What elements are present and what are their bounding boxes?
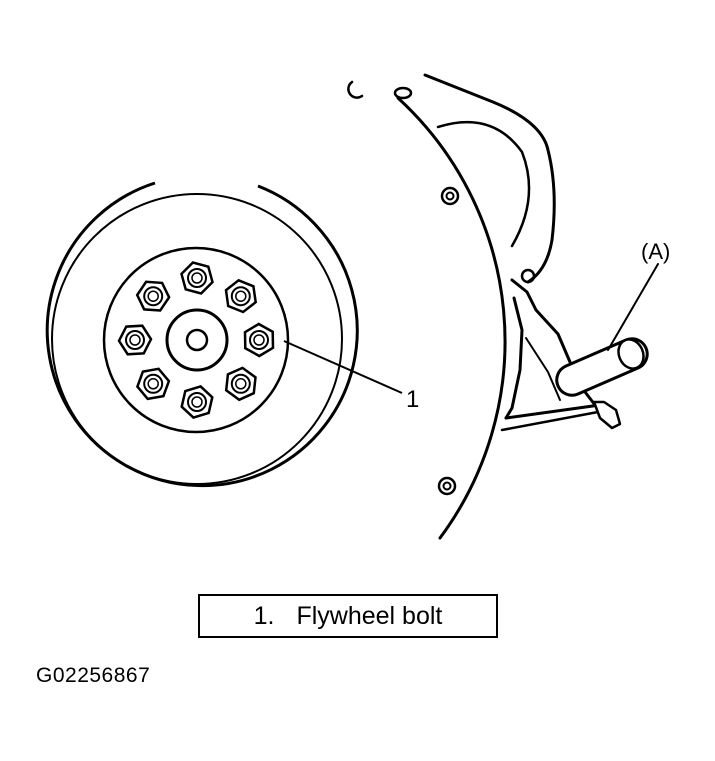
housing-top-flange	[423, 73, 556, 284]
tool-adjuster-nut	[592, 400, 622, 430]
bolt-shank	[147, 290, 159, 302]
callout-1-leader	[283, 340, 403, 394]
tool-bracket-lower-edge	[504, 296, 524, 420]
flywheel-bolt-3	[243, 322, 275, 358]
tool-mounting-bolt	[520, 268, 536, 284]
crankshaft-bore	[185, 328, 209, 352]
housing-hole-upper	[440, 186, 460, 206]
legend-number: 1.	[253, 601, 275, 630]
flywheel-bolt-8	[135, 280, 171, 312]
tool-bracket-base	[504, 403, 602, 420]
bolt-shank	[191, 396, 203, 408]
flywheel-bolt-6	[135, 367, 171, 401]
engine-housing	[347, 73, 556, 540]
figure-id: G02256867	[36, 664, 151, 687]
flywheel-bolt-7	[117, 324, 153, 356]
flywheel-bolts	[117, 261, 275, 420]
tool-handle-end	[617, 338, 645, 370]
legend-box: 1. Flywheel bolt	[198, 594, 498, 638]
flywheel-inner-rim	[51, 193, 343, 485]
housing-edge	[396, 96, 507, 540]
housing-hole-lower	[437, 476, 457, 496]
flywheel-outer-rim	[45, 181, 359, 488]
housing-pin-top	[393, 86, 413, 100]
legend-text: Flywheel bolt	[296, 601, 443, 630]
flywheel	[45, 181, 359, 488]
bolt-shank	[235, 378, 247, 390]
bolt-shank	[235, 290, 247, 302]
flywheel-bolt-2	[224, 278, 258, 314]
crankshaft-center	[165, 308, 229, 372]
tool-bracket-base-lower	[500, 410, 600, 432]
flywheel-bolt-4	[224, 366, 257, 402]
tool-bracket-inner-edge	[525, 337, 561, 401]
callout-a-label: (A)	[641, 239, 670, 264]
bolt-shank	[129, 334, 141, 346]
flywheel-hub	[102, 246, 290, 434]
bolt-shank	[191, 272, 203, 284]
bolt-shank	[253, 334, 265, 346]
bolt-shank	[147, 378, 159, 390]
flywheel-bolt-5	[180, 384, 214, 420]
callout-a-leader	[607, 263, 659, 351]
flywheel-stopper-tool	[500, 263, 659, 432]
callout-1-label: 1	[406, 386, 419, 413]
flywheel-bolt-1	[180, 261, 214, 295]
housing-mark-c	[347, 80, 364, 99]
starter-opening	[436, 120, 531, 248]
